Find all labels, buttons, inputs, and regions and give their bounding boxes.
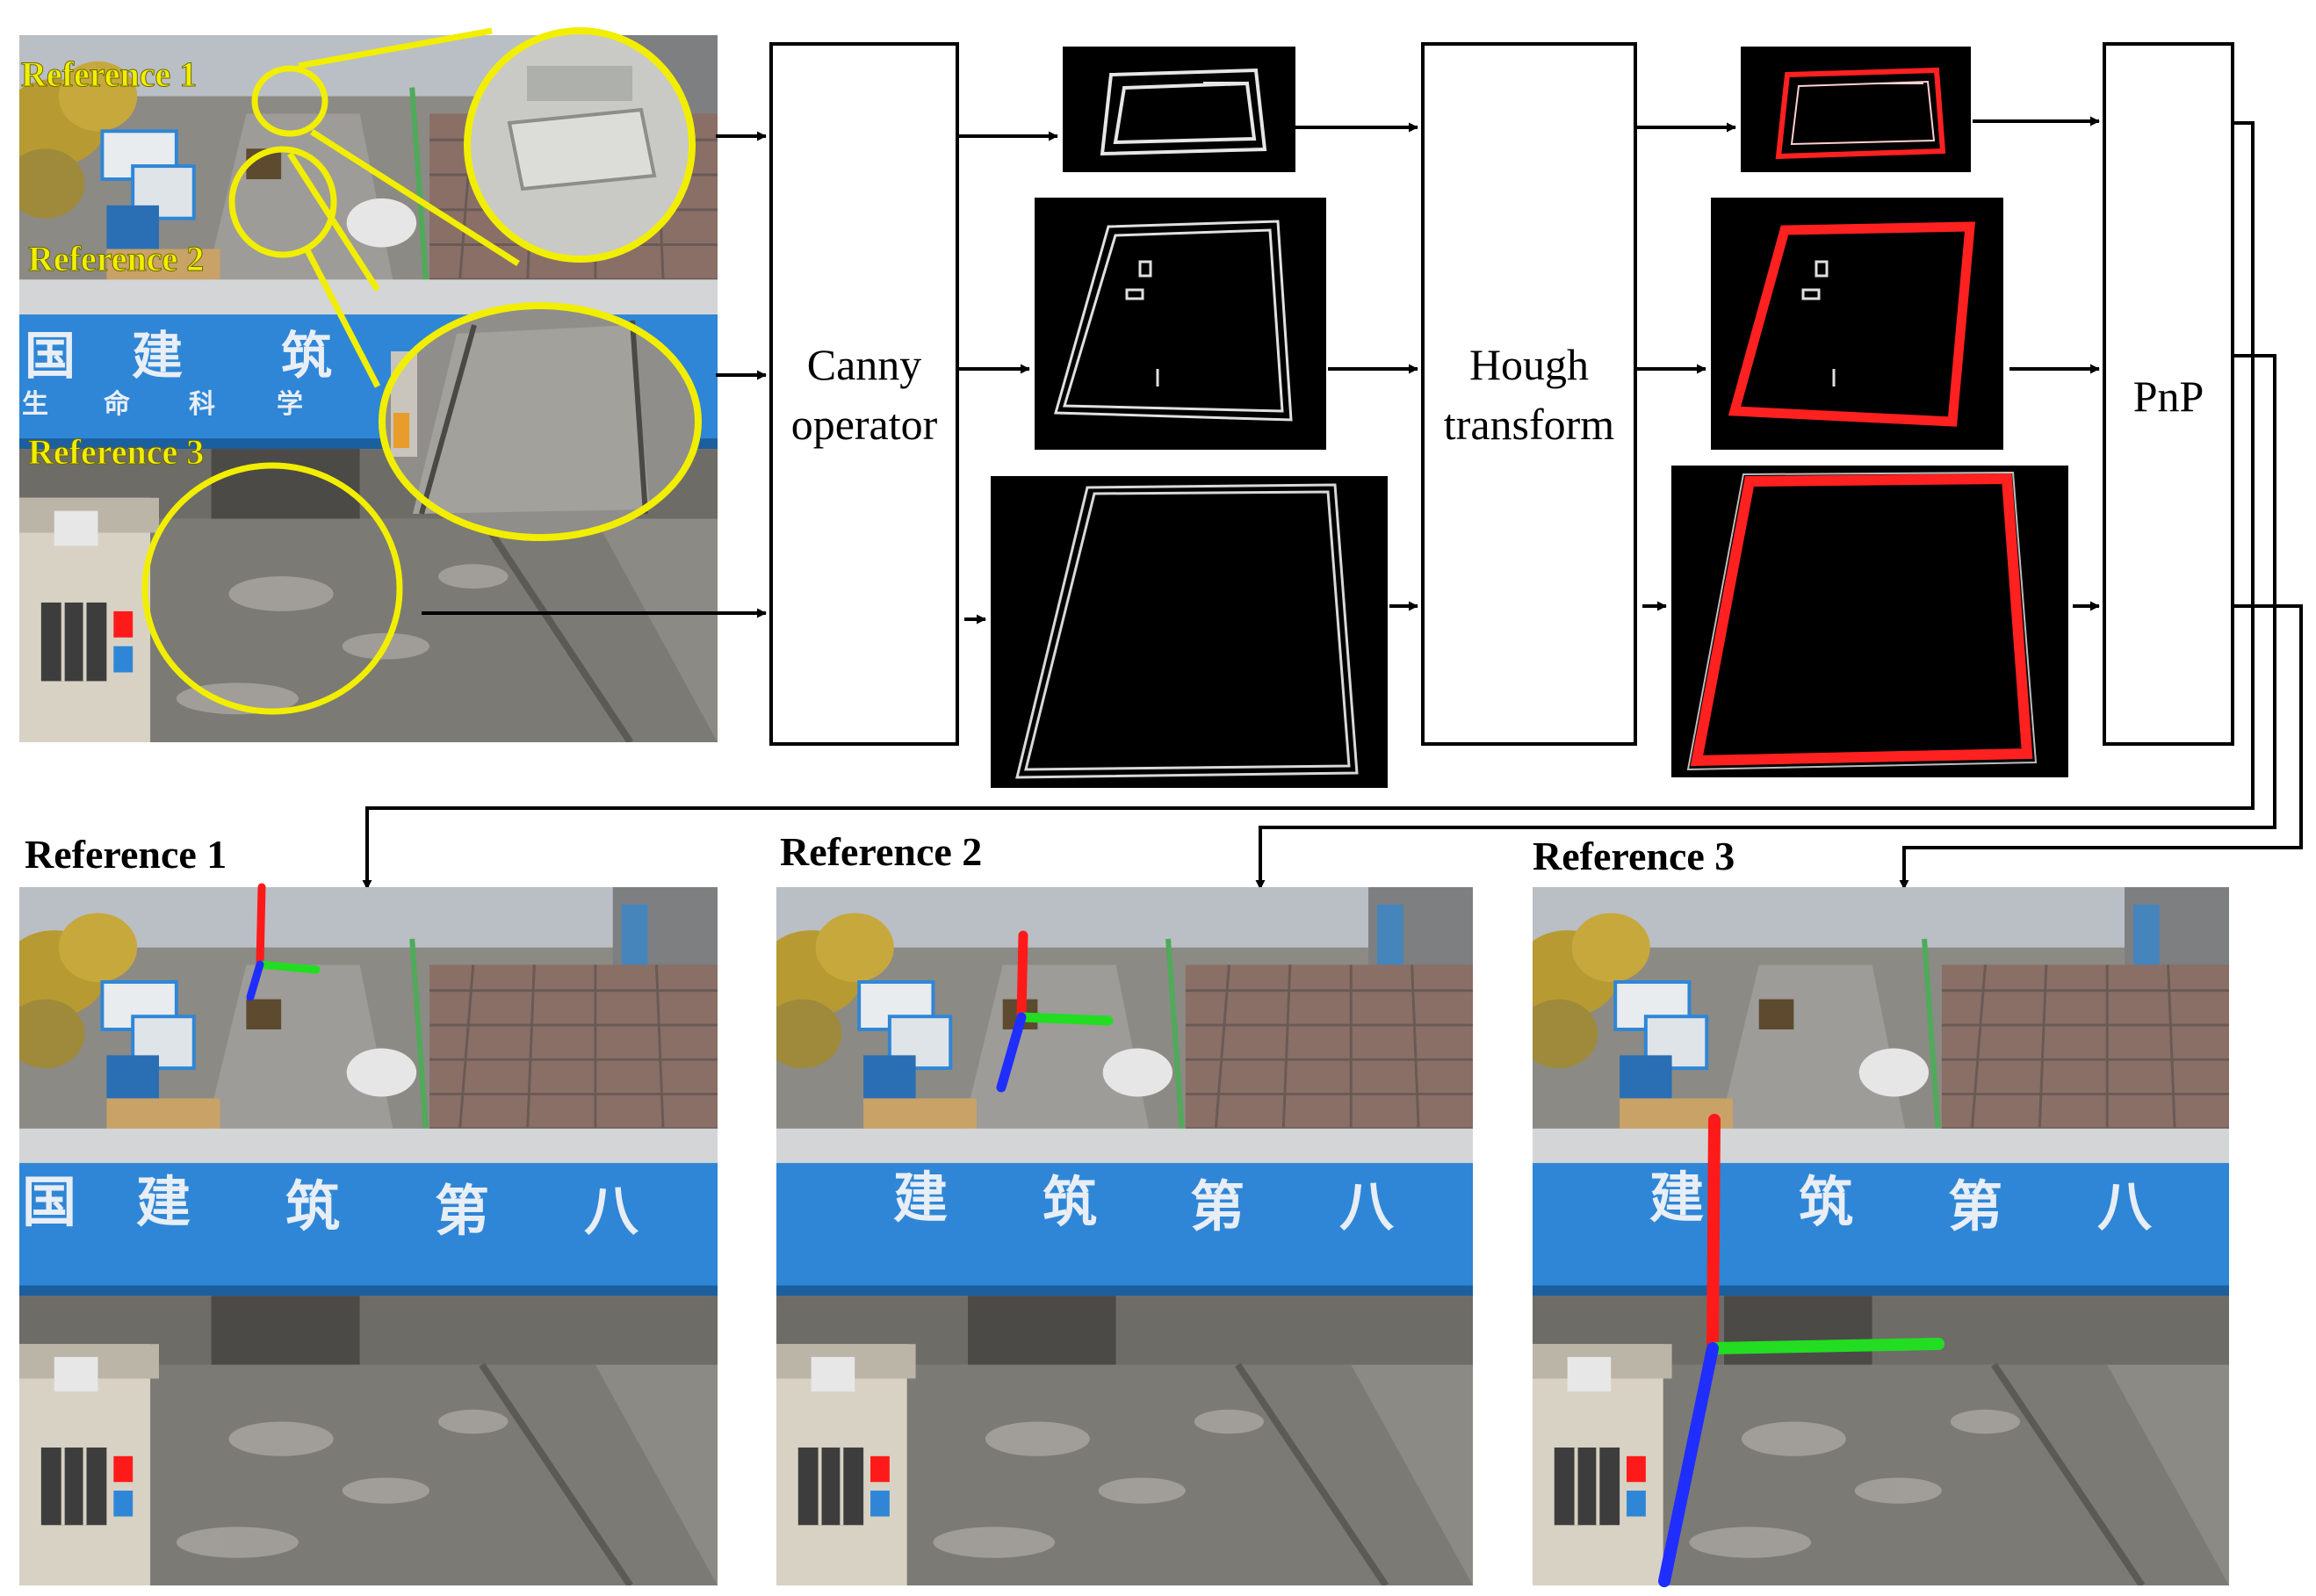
sign-char: 建 (136, 1174, 191, 1233)
pose-axes-ref3 (1658, 1114, 1944, 1587)
hough-label-2: transform (1444, 400, 1614, 449)
sign-char: 建 (893, 1169, 948, 1229)
output-routing (362, 121, 2303, 890)
sign-char: 筑 (1799, 1173, 1853, 1233)
pnp-label: PnP (2133, 372, 2204, 421)
pnp-box: PnP (2103, 42, 2234, 746)
sign-char: 筑 (285, 1177, 340, 1238)
sign-char: 建 (132, 328, 183, 385)
hough-box: Hough transform (1421, 42, 1637, 746)
sign-char: 八 (2097, 1178, 2153, 1238)
sign-char: 第 (435, 1181, 489, 1242)
ref1-circle (251, 65, 328, 137)
ref3-circle (141, 462, 403, 715)
input-label-ref1: Reference 1 (21, 54, 197, 94)
input-photo-sign-subtext: 生 命 科 学 (22, 389, 303, 419)
axis-z-blue (1658, 1342, 1719, 1587)
hough-result-ref3 (1671, 466, 2068, 777)
sign-subchar: 命 (104, 389, 131, 419)
pose-axes-ref2 (996, 930, 1114, 1093)
hough-result-ref1 (1741, 47, 1971, 172)
sign-char: 国 (25, 328, 76, 385)
ref2-circle (228, 146, 337, 258)
flow-arrows (422, 116, 2100, 625)
axis-x-red (1706, 1114, 1721, 1354)
input-photo-sign-text: 国 建 筑 (25, 328, 332, 385)
output-title-ref2: Reference 2 (780, 829, 982, 874)
canny-box: Canny operator (769, 42, 959, 746)
axis-y-green (1706, 1338, 1944, 1354)
canny-edge-ref1 (1063, 47, 1295, 172)
canny-edge-ref3 (991, 476, 1388, 788)
axis-x-red (1016, 930, 1028, 1022)
input-photo-labels: Reference 1 Reference 2 Reference 3 (21, 54, 205, 473)
output-titles: Reference 1 Reference 2 Reference 3 (25, 829, 1735, 878)
axis-z-blue (246, 960, 264, 1001)
axis-z-blue (996, 1012, 1027, 1093)
sign-char: 筑 (1043, 1173, 1097, 1233)
canny-edge-ref2 (1035, 198, 1326, 450)
highlight-callouts (141, 27, 520, 715)
axis-y-green (256, 960, 321, 974)
output-title-ref1: Reference 1 (25, 832, 227, 877)
axis-x-red (256, 883, 266, 969)
sign-subchar: 生 (22, 390, 48, 419)
sign-char: 筑 (281, 328, 332, 385)
input-label-ref3: Reference 3 (28, 432, 204, 472)
sign-char: 建 (1649, 1169, 1704, 1229)
sign-subchar: 学 (277, 389, 303, 419)
sign-char: 第 (1948, 1177, 2002, 1238)
sign-subchar: 科 (189, 390, 215, 419)
canny-label-1: Canny (807, 340, 922, 389)
zoom-ref1 (464, 27, 696, 263)
hough-result-ref2 (1711, 198, 2003, 450)
hough-label-1: Hough (1469, 340, 1589, 389)
axis-y-green (1016, 1012, 1114, 1026)
canny-label-2: operator (791, 400, 938, 449)
pose-axes-ref1 (246, 883, 321, 1001)
output-title-ref3: Reference 3 (1533, 834, 1735, 878)
zoom-ref2 (379, 302, 702, 541)
sign-char: 国 (22, 1174, 76, 1233)
sign-char: 八 (584, 1182, 639, 1242)
output-sign-text: 国 建 筑 第 八 建 筑 第 八 建 筑 第 八 (22, 1169, 2153, 1242)
sign-char: 第 (1190, 1177, 1245, 1238)
sign-char: 八 (1339, 1178, 1395, 1238)
input-label-ref2: Reference 2 (28, 239, 204, 278)
